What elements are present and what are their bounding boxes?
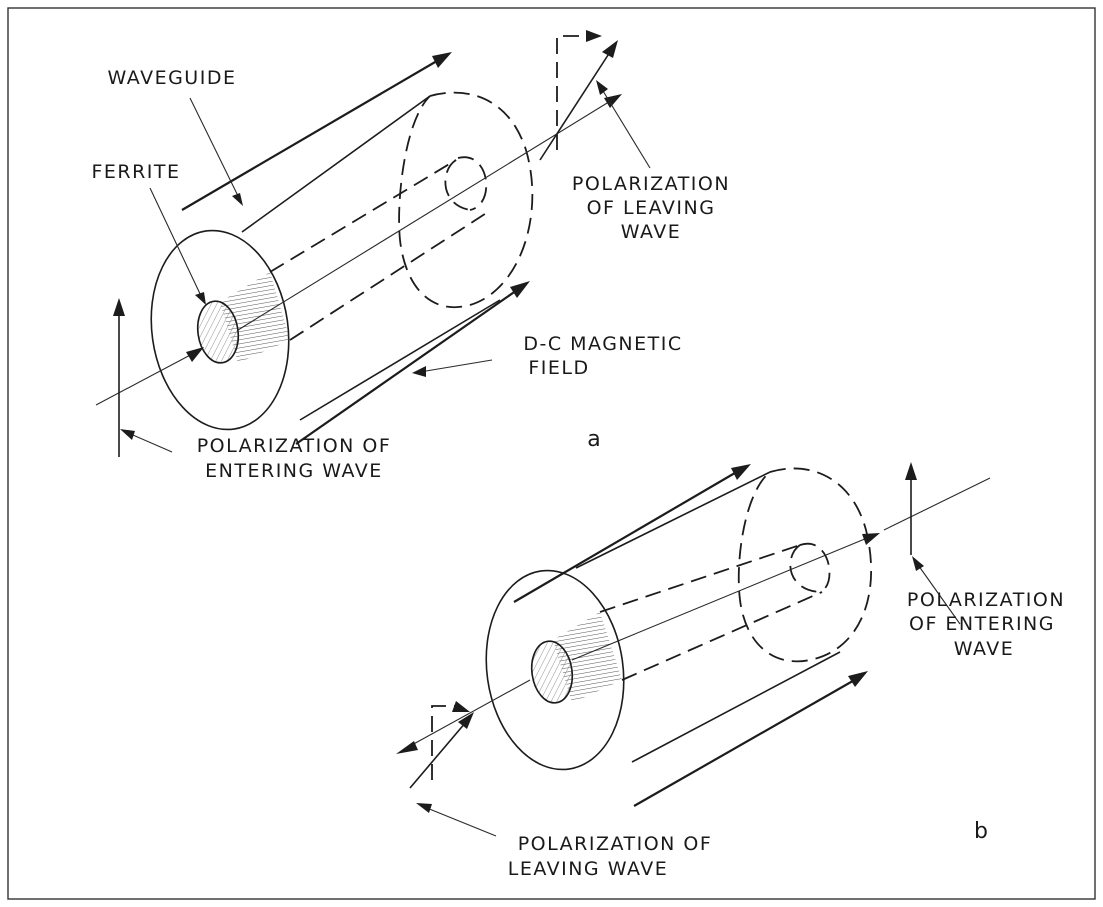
label-leaving-b-line2: LEAVING WAVE (508, 858, 668, 880)
propagation-axis-b (396, 477, 991, 754)
waveguide-front-end-a (150, 229, 290, 431)
dc-field-arrows-a (181, 52, 530, 445)
ferrite-face-a (196, 300, 240, 364)
waveguide-back-end-b (737, 467, 873, 663)
label-entering-a-line1: POLARIZATION OF (197, 435, 392, 457)
ferrite-rod-a (196, 156, 489, 364)
ferrite-rod-b (530, 542, 831, 704)
label-dc-field-line1: D-C MAGNETIC (523, 333, 682, 355)
figure-b: POLARIZATION OF ENTERING WAVE POLARIZATI… (396, 462, 1065, 880)
label-entering-b-line1: POLARIZATION (907, 589, 1065, 611)
waveguide-front-end-b (485, 569, 625, 771)
leader-lines-a (120, 80, 651, 453)
leader-lines-b (416, 556, 961, 837)
ferrite-face-b (530, 640, 574, 704)
polarization-leaving-arrow-b (409, 701, 474, 789)
waveguide-cylinder-b (485, 467, 873, 771)
label-ferrite: FERRITE (91, 161, 180, 183)
label-leaving-a-line1: POLARIZATION (572, 173, 730, 195)
label-entering-b-line3: WAVE (954, 638, 1015, 660)
label-leaving-b-line1: POLARIZATION OF (518, 833, 713, 855)
figure-frame (7, 7, 1096, 900)
label-leaving-a-line3: WAVE (621, 221, 682, 243)
label-entering-a-line2: ENTERING WAVE (205, 460, 383, 482)
polarization-entering-arrow-a (113, 298, 125, 457)
polarization-leaving-arrow-a (539, 30, 618, 161)
figure-letter-b: b (974, 819, 988, 844)
polarization-entering-arrow-b (905, 462, 917, 555)
propagation-axis-a (95, 94, 622, 406)
label-dc-field-line2: FIELD (528, 357, 589, 379)
dc-field-arrows-b (513, 464, 868, 807)
figure-a: WAVEGUIDE FERRITE POLARIZATION OF LEAVIN… (91, 30, 730, 482)
label-waveguide: WAVEGUIDE (108, 67, 237, 89)
figure-letter-a: a (587, 427, 600, 452)
label-entering-b-line2: OF ENTERING (909, 613, 1055, 635)
label-leaving-a-line2: OF LEAVING (587, 197, 716, 219)
